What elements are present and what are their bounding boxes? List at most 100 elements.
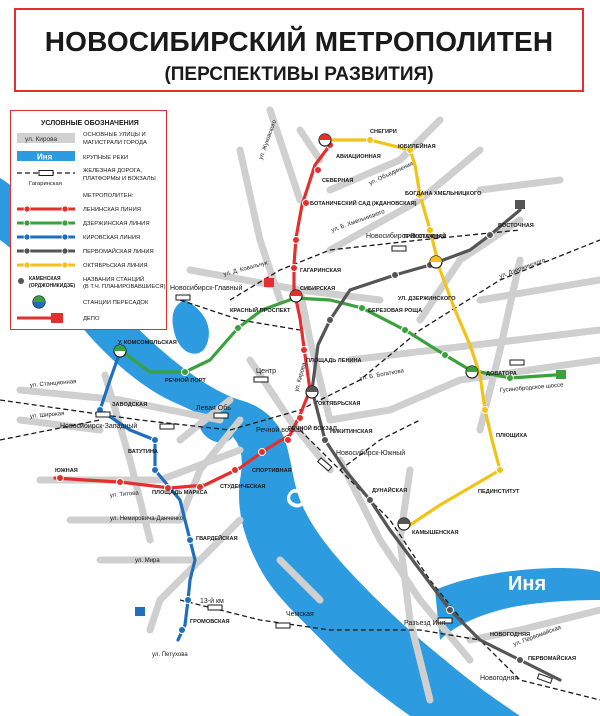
legend-rail-box: [38, 170, 54, 176]
station-label: СИБИРСКАЯ: [300, 286, 335, 292]
rail-label: Центр: [256, 368, 276, 375]
station-label: ЗАВОДСКАЯ: [112, 402, 147, 408]
legend-line-label: КИРОВСКАЯ ЛИНИЯ: [83, 235, 140, 241]
legend-stations-desc: НАЗВАНИЯ СТАНЦИЙ: [83, 275, 144, 283]
rail-label: Новосибирск-Восточный: [366, 232, 446, 240]
station-label: ПЛОЩАДЬ ЛЕНИНА: [306, 358, 362, 364]
ob-river: [0, 178, 520, 716]
station-label: ДОВАТОРА: [486, 371, 517, 377]
legend-street-swatch: [17, 133, 75, 143]
legend-river-swatch: [17, 151, 75, 161]
street-label: ул. Станционная: [30, 379, 77, 389]
legend-line-label: ДЗЕРЖИНСКАЯ ЛИНИЯ: [83, 221, 150, 227]
legend-depot-desc: ДЕПО: [83, 316, 100, 322]
station-label: КРАСНЫЙ ПРОСПЕКТ: [230, 306, 291, 314]
street-label: ул. Д. Ковальчук: [223, 260, 269, 278]
station-label: ПЕРВОМАЙСКАЯ: [528, 654, 576, 662]
station-label: ПЛОЩАДЬ МАРКСА: [152, 490, 208, 496]
station-label: ГРОМОВСКАЯ: [190, 619, 230, 625]
legend-line-label: ЛЕНИНСКАЯ ЛИНИЯ: [83, 207, 141, 213]
legend-station-dot: [18, 278, 24, 284]
inya-river: [435, 568, 600, 640]
legend-box: УСЛОВНЫЕ ОБОЗНАЧЕНИЯ ул. Кирова ОСНОВНЫЕ…: [10, 110, 167, 330]
depot-icon: [515, 200, 525, 209]
rail-label: 13-й км: [200, 597, 224, 605]
rail-station-boxes: [95, 245, 553, 684]
depot-icon: [556, 370, 566, 379]
dzerzhinskaya-line: [118, 296, 557, 380]
street-label: ул. Петухова: [152, 652, 188, 658]
inya-river-label: Иня: [508, 573, 546, 595]
station-label: ПЛЮЩИХА: [496, 433, 527, 439]
station-label: АВИАЦИОННАЯ: [336, 154, 381, 160]
legend-lines: ЛЕНИНСКАЯ ЛИНИЯ ДЗЕРЖИНСКАЯ ЛИНИЯ КИРОВС…: [17, 205, 154, 269]
depots: [135, 200, 566, 616]
station-label: БОГДАНА ХМЕЛЬНИЦКОГО: [405, 191, 482, 197]
legend-street-desc: ОСНОВНЫЕ УЛИЦЫ И: [83, 132, 146, 138]
legend-river-sample: Иня: [37, 153, 53, 162]
rail-label: Чемская: [286, 611, 314, 618]
rail-label: Новосибирск-Южный: [336, 449, 405, 457]
street-label: ул. Немировича-Данченко: [110, 516, 184, 522]
title-banner: НОВОСИБИРСКИЙ МЕТРОПОЛИТЕН (ПЕРСПЕКТИВЫ …: [14, 8, 584, 92]
rail-labels: Новосибирск-Главный Новосибирск-Восточны…: [60, 232, 518, 682]
rail-label: Новосибирск-Главный: [170, 284, 243, 292]
legend-rail-desc: ЖЕЛЕЗНАЯ ДОРОГА,: [83, 168, 142, 174]
station-label: ГВАРДЕЙСКАЯ: [196, 534, 238, 542]
legend-stations-desc: (В Т.Ч. ПЛАНИРОВАВШИЕСЯ): [83, 284, 166, 290]
station-label: НИКИТИНСКАЯ: [330, 429, 373, 435]
street-label: ул. Титова: [110, 490, 140, 499]
street-label: ул. Кирова: [294, 362, 308, 393]
legend-station-sample: (ОРДЖОНИКИДЗЕ): [29, 283, 75, 289]
street-label: ул. Б. Богаткова: [359, 368, 405, 382]
railways-layer: [0, 229, 600, 701]
page-subtitle: (ПЕРСПЕКТИВЫ РАЗВИТИЯ): [164, 64, 434, 85]
legend-street-desc: МАГИСТРАЛИ ГОРОДА: [83, 140, 147, 146]
legend-rail-desc: ПЛАТФОРМЫ И ВОКЗАЛЫ: [83, 176, 156, 182]
legend-station-sample: КАМЕНСКАЯ: [29, 276, 61, 282]
rail-label: Новосибирск-Западный: [60, 422, 137, 430]
station-label: ЮЖНАЯ: [55, 468, 78, 474]
streets-layer: [16, 106, 600, 704]
legend-heading: УСЛОВНЫЕ ОБОЗНАЧЕНИЯ: [41, 120, 139, 127]
station-label: РЕЧНОЙ ВОКЗАЛ: [288, 424, 337, 432]
station-label: ГАГАРИНСКАЯ: [300, 268, 341, 274]
rail-label: Новогодняя: [480, 675, 518, 682]
station-label: ВОСТОЧНАЯ: [498, 223, 534, 229]
station-label: СПОРТИВНАЯ: [252, 468, 292, 474]
ob-inlet: [172, 300, 209, 354]
station-label: СТУДЕНЧЕСКАЯ: [220, 484, 265, 490]
street-label: ул. Мира: [135, 558, 160, 564]
legend-line-label: ОКТЯБРЬСКАЯ ЛИНИЯ: [83, 263, 148, 269]
rail-label: Речной вокзал: [256, 426, 303, 434]
station-label: СЕВЕРНАЯ: [322, 178, 353, 184]
legend-canvas: УСЛОВНЫЕ ОБОЗНАЧЕНИЯ ул. Кирова ОСНОВНЫЕ…: [17, 120, 166, 323]
station-label: ТРИКОТАЖНАЯ: [403, 234, 446, 240]
street-label: Гусинобродское шоссе: [500, 382, 565, 394]
legend-rail-sample: Гагаринская: [29, 181, 62, 187]
station-label: ДУНАЙСКАЯ: [372, 486, 407, 494]
street-label: ул. Широкая: [30, 411, 65, 420]
depot-icon: [264, 278, 274, 287]
station-labels: СНЕГИРИ ЮБИЛЕЙНАЯ АВИАЦИОННАЯ СЕВЕРНАЯ Б…: [55, 129, 576, 662]
station-label: ВАТУТИНА: [128, 449, 158, 455]
rail-label: Левая Обь: [196, 404, 231, 412]
legend-transfer-icon: [32, 295, 46, 309]
station-label: ПЕДИНСТИТУТ: [478, 489, 520, 495]
legend-transfer-desc: СТАНЦИИ ПЕРЕСАДОК: [83, 300, 149, 306]
street-label: ул. Жуковского: [258, 119, 278, 161]
depot-icon: [135, 607, 145, 616]
station-label: БЕРЕЗОВАЯ РОЩА: [368, 308, 422, 314]
station-label: КАМЫШЕНСКАЯ: [412, 530, 459, 536]
station-label: БОТАНИЧЕСКИЙ САД (ЖДАНОВСКАЯ): [310, 199, 417, 207]
legend-line-label: ПЕРВОМАЙСКАЯ ЛИНИЯ: [83, 247, 154, 255]
station-label: ОКТЯБРЬСКАЯ: [318, 401, 360, 407]
station-label: СНЕГИРИ: [370, 129, 397, 135]
transfer-stations: [113, 133, 479, 531]
station-label: РЕЧНОЙ ПОРТ: [165, 376, 206, 384]
depot-icon: [51, 313, 63, 323]
legend-metro-heading: МЕТРОПОЛИТЕН:: [83, 193, 134, 199]
station-label: ЮБИЛЕЙНАЯ: [398, 142, 436, 150]
